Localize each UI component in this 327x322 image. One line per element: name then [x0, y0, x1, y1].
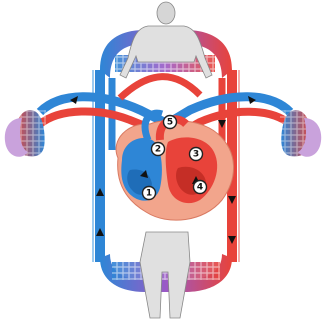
left-lung-icon: [5, 110, 46, 157]
label-5: 5: [164, 116, 177, 129]
svg-text:1: 1: [146, 189, 152, 199]
heart-icon: [116, 113, 233, 220]
label-4: 4: [194, 181, 207, 194]
label-3: 3: [190, 148, 203, 161]
svg-text:2: 2: [155, 145, 161, 155]
svg-text:3: 3: [193, 150, 199, 160]
right-lung-icon: [280, 110, 321, 157]
svg-text:5: 5: [167, 118, 173, 128]
label-1: 1: [143, 187, 156, 200]
label-2: 2: [152, 143, 165, 156]
svg-text:4: 4: [197, 183, 203, 193]
